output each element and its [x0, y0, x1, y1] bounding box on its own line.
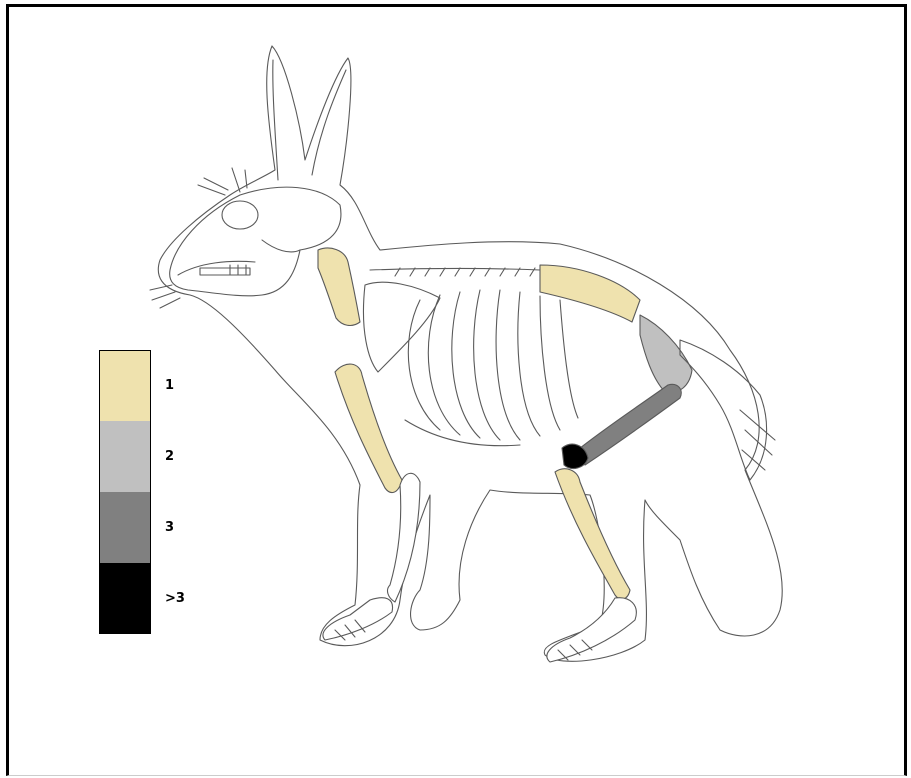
tail: [680, 340, 767, 480]
legend-label-4: >3: [165, 591, 185, 606]
legend-swatch-3: [99, 492, 151, 563]
lumbar-vertebrae: [540, 265, 640, 322]
legend-swatch-1: [99, 350, 151, 421]
humerus: [335, 364, 402, 492]
body-outline: [158, 46, 782, 661]
legend-swatch-2: [99, 421, 151, 492]
legend-label-2: 2: [165, 449, 174, 464]
pelvis: [640, 315, 692, 393]
legend-swatch-4: [99, 563, 151, 634]
tibia: [555, 469, 630, 599]
legend-item-3: 3: [99, 492, 209, 563]
legend-item-4: >3: [99, 563, 209, 634]
skull: [170, 187, 341, 296]
legend-item-2: 2: [99, 421, 209, 492]
cervical-vertebrae: [318, 248, 360, 325]
femur: [575, 384, 681, 465]
severity-legend: 1 2 3 >3: [99, 350, 209, 634]
fore-paw: [323, 598, 393, 640]
legend-item-1: 1: [99, 350, 209, 421]
legend-label-3: 3: [165, 520, 174, 535]
legend-label-1: 1: [165, 378, 174, 393]
